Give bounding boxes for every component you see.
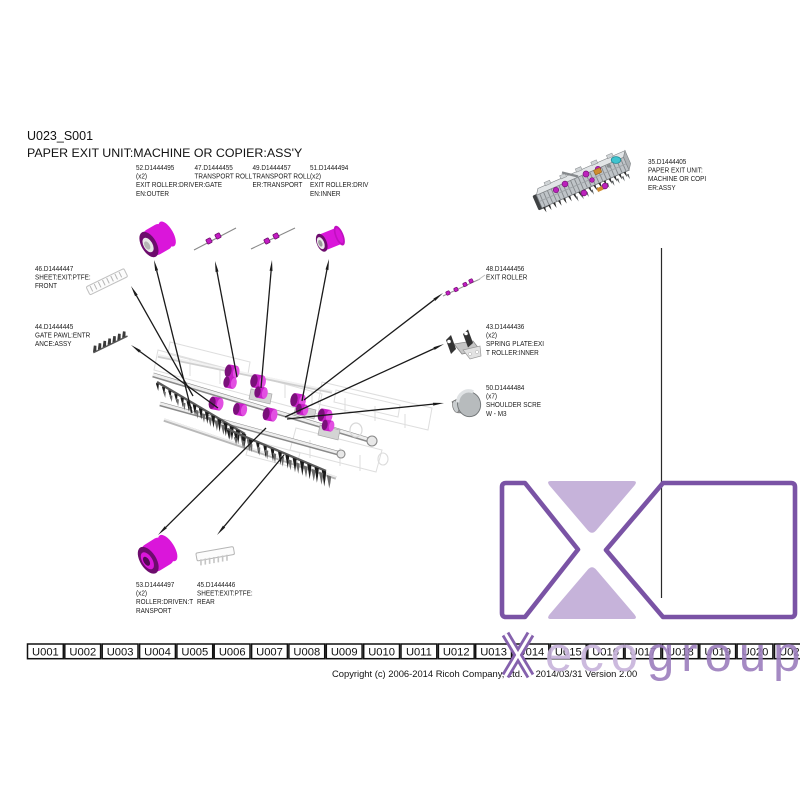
svg-text:U009: U009	[331, 647, 358, 659]
svg-text:eco: eco	[545, 628, 645, 682]
svg-text:U023_S001: U023_S001	[27, 129, 93, 143]
svg-text:U010: U010	[368, 647, 395, 659]
svg-text:U003: U003	[107, 647, 134, 659]
svg-text:U005: U005	[181, 647, 208, 659]
svg-text:U001: U001	[32, 647, 59, 659]
svg-text:U012: U012	[443, 647, 470, 659]
svg-text:PAPER EXIT UNIT:MACHINE OR COP: PAPER EXIT UNIT:MACHINE OR COPIER:ASS'Y	[27, 146, 302, 160]
svg-text:U002: U002	[69, 647, 96, 659]
svg-text:group: group	[647, 628, 800, 682]
svg-text:U004: U004	[144, 647, 171, 659]
svg-text:U006: U006	[219, 647, 246, 659]
svg-text:U011: U011	[406, 647, 432, 659]
svg-text:U007: U007	[256, 647, 283, 659]
svg-text:U008: U008	[293, 647, 320, 659]
svg-text:U013: U013	[480, 647, 507, 659]
